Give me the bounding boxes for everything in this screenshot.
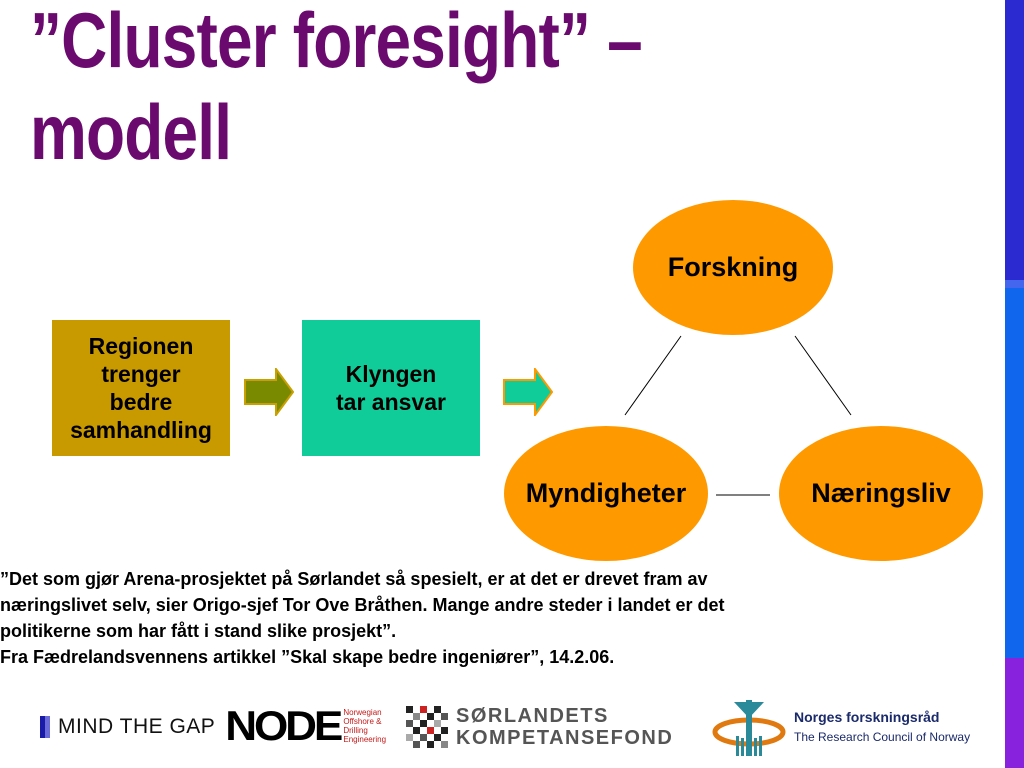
- box-region-label: Regionen trenger bedre samhandling: [70, 333, 212, 443]
- sk-line-2: KOMPETANSEFOND: [456, 727, 674, 749]
- node-sub-line: Engineering: [343, 735, 387, 744]
- node-business: Næringsliv: [779, 426, 983, 561]
- box-cluster-label: Klyngen tar ansvar: [336, 361, 446, 415]
- right-color-bar: [1005, 0, 1024, 768]
- mind-the-gap-mark-icon: [40, 716, 50, 738]
- node-research: Forskning: [633, 200, 833, 335]
- logo-strip: MIND THE GAP NODE Norwegian Offshore & D…: [0, 690, 1000, 768]
- arrow-right-icon: [244, 368, 294, 416]
- node-authorities-label: Myndigheter: [525, 478, 687, 508]
- logo-node: NODE Norwegian Offshore & Drilling Engin…: [225, 702, 386, 749]
- quote-block: ”Det som gjør Arena-prosjektet på Sørlan…: [0, 566, 1000, 670]
- arrow-right-icon: [503, 368, 553, 416]
- title-line-2: modell: [30, 88, 232, 176]
- quote-line-1: ”Det som gjør Arena-prosjektet på Sørlan…: [0, 569, 708, 589]
- node-business-label: Næringsliv: [811, 478, 951, 508]
- node-logo-subtitle: Norwegian Offshore & Drilling Engineerin…: [343, 708, 386, 744]
- research-council-text: Norges forskningsråd The Research Counci…: [794, 707, 970, 747]
- nf-sub-text: The Research Council of Norway: [794, 730, 971, 744]
- bar-segment-blue: [1005, 0, 1024, 280]
- node-sub-line: Norwegian: [343, 708, 382, 717]
- node-research-label: Forskning: [667, 252, 799, 282]
- slide-title: ”Cluster foresight” – modell: [30, 0, 817, 178]
- node-authorities: Myndigheter: [504, 426, 708, 561]
- sk-line-1: SØRLANDETS: [456, 705, 609, 727]
- bar-segment-light: [1005, 280, 1024, 288]
- mind-the-gap-text: MIND THE GAP: [58, 715, 216, 738]
- logo-sorlandets-kompetansefond: SØRLANDETS KOMPETANSEFOND: [406, 704, 673, 750]
- box-region-needs: Regionen trenger bedre samhandling: [52, 320, 230, 456]
- title-line-1: ”Cluster foresight” –: [30, 0, 643, 84]
- sorlandets-kompetansefond-text: SØRLANDETS KOMPETANSEFOND: [456, 705, 673, 749]
- bar-segment-mid-blue: [1005, 288, 1024, 658]
- node-sub-line: Drilling: [343, 726, 368, 735]
- pixel-grid-icon: [406, 706, 448, 748]
- research-council-emblem-icon: [712, 700, 786, 756]
- quote-source: Fra Fædrelandsvennens artikkel ”Skal ska…: [0, 647, 615, 667]
- quote-line-2: næringslivet selv, sier Origo-sjef Tor O…: [0, 595, 725, 615]
- connector-research-authorities: [624, 335, 682, 416]
- logo-norges-forskningsrad: Norges forskningsråd The Research Counci…: [712, 694, 970, 760]
- node-logo-text: NODE: [225, 702, 343, 749]
- node-sub-line: Offshore &: [343, 717, 382, 726]
- bar-segment-purple: [1005, 658, 1024, 768]
- nf-main-text: Norges forskningsråd: [794, 709, 940, 725]
- quote-line-3: politikerne som har fått i stand slike p…: [0, 621, 397, 641]
- logo-mind-the-gap: MIND THE GAP: [40, 712, 215, 742]
- box-cluster-responsibility: Klyngen tar ansvar: [302, 320, 480, 456]
- connector-research-business: [794, 335, 852, 416]
